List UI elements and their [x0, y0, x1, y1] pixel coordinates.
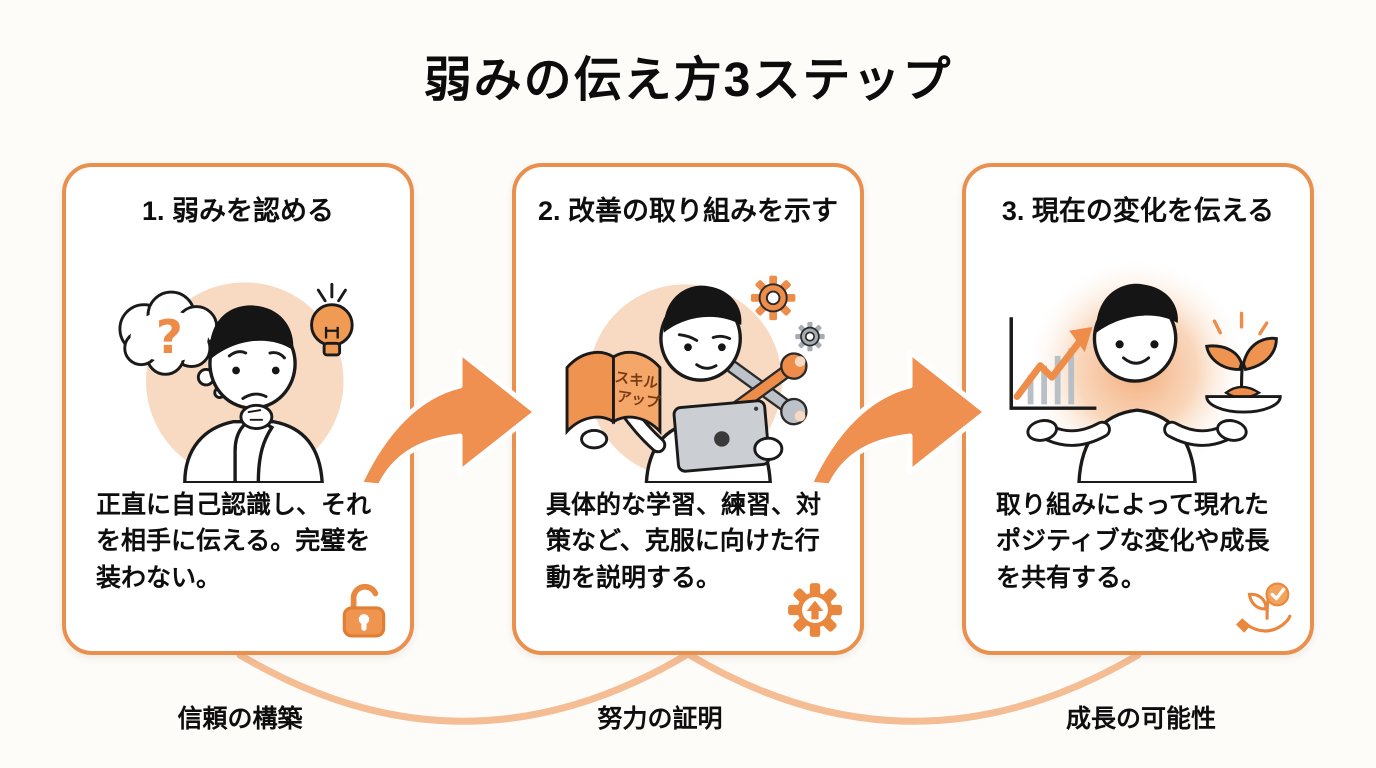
- flow-arrow-2: [807, 349, 989, 486]
- gears-icon: [750, 275, 825, 352]
- growth-person-illustration: [1009, 261, 1282, 483]
- svg-text:スキル: スキル: [614, 370, 660, 393]
- step-card-3: 3. 現在の変化を伝える: [962, 163, 1314, 655]
- open-padlock-icon: [342, 583, 386, 638]
- sprout-icon: [1205, 311, 1282, 414]
- footer-label-effort: 努力の証明: [597, 705, 723, 733]
- svg-text:?: ?: [156, 310, 183, 364]
- page-title: 弱みの伝え方3ステップ: [423, 54, 953, 107]
- step-card-1: 1. 弱みを認める ?: [62, 163, 414, 655]
- lightbulb-icon: [310, 282, 354, 357]
- step-3-heading: 3. 現在の変化を伝える: [1001, 196, 1275, 226]
- step-1-description: 正直に自己認識し、それを相手に伝える。完璧を装わない。: [96, 491, 372, 592]
- step-2-heading: 2. 改善の取り組みを示す: [537, 196, 839, 226]
- thinking-person-illustration: ?: [118, 282, 354, 483]
- hand-plant-check-icon: [1236, 582, 1292, 633]
- step-3-description: 取り組みによって現れたポジティブな変化や成長を共有する。: [996, 491, 1270, 592]
- footer-label-trust: 信頼の構築: [177, 705, 303, 733]
- tablet: [672, 399, 771, 473]
- svg-text:アップ: アップ: [616, 388, 662, 412]
- flow-arrow-1: [357, 349, 539, 486]
- skill-up-book: スキル アップ: [565, 350, 662, 450]
- growth-chart-icon: [1009, 317, 1097, 410]
- step-1-heading: 1. 弱みを認める: [141, 196, 335, 226]
- person-figure: [183, 305, 324, 483]
- studying-person-illustration: スキル アップ: [565, 275, 825, 483]
- footer-label-growth: 成長の可能性: [1065, 705, 1216, 733]
- gear-up-arrow-icon: [788, 583, 842, 637]
- step-2-description: 具体的な学習、練習、対策など、克服に向けた行動を説明する。: [546, 491, 822, 592]
- thought-bubble: ?: [118, 290, 226, 400]
- person-figure: [1026, 283, 1248, 483]
- step-card-2: 2. 改善の取り組みを示す: [512, 163, 864, 655]
